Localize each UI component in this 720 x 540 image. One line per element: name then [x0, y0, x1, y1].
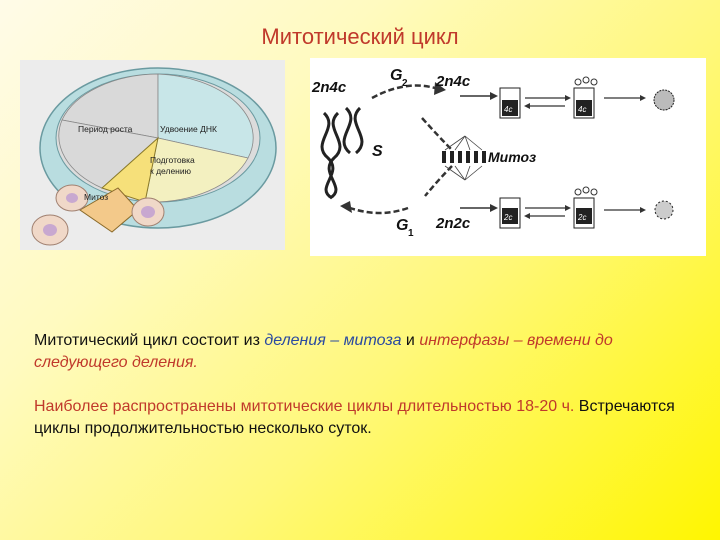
label-dna-replication: Удвоение ДНК [160, 124, 217, 134]
label-prep-line2: к делению [150, 166, 192, 176]
label-g1-sub: 1 [408, 228, 414, 239]
tube-4c-b: 4c [578, 105, 586, 114]
tube-2c-b: 2c [577, 213, 586, 222]
label-prep-line1: Подготовка [150, 155, 195, 165]
label-growth-period: Период роста [78, 124, 133, 134]
slide-body: Митотический цикл состоит из деления – м… [34, 330, 684, 440]
label-s-phase: S [372, 143, 383, 160]
label-mitoz: Митоз [488, 149, 536, 165]
cell-cycle-pie-figure: Период роста Удвоение ДНК Подготовка к д… [20, 60, 285, 250]
paragraph-duration: Наиболее распространены митотические цик… [34, 398, 675, 437]
label-mitosis: Митоз [84, 192, 108, 202]
tube-4c-a: 4c [504, 105, 512, 114]
label-g1: G [396, 217, 408, 234]
tube-2c-a: 2c [503, 213, 512, 222]
label-2n4c-top: 2n4c [435, 73, 471, 90]
slide-title: Митотический цикл [261, 24, 459, 49]
label-g2-sub: 2 [402, 78, 408, 89]
paragraph-definition: Митотический цикл состоит из деления – м… [34, 332, 613, 371]
label-2n2c: 2n2c [435, 215, 471, 232]
label-2n4c-left: 2n4c [311, 79, 347, 96]
mitotic-scheme-figure: 2n4c G 2 2n4c S Митоз G 1 2n2c 4c 4c 2c … [310, 58, 706, 256]
label-g2: G [390, 67, 402, 84]
